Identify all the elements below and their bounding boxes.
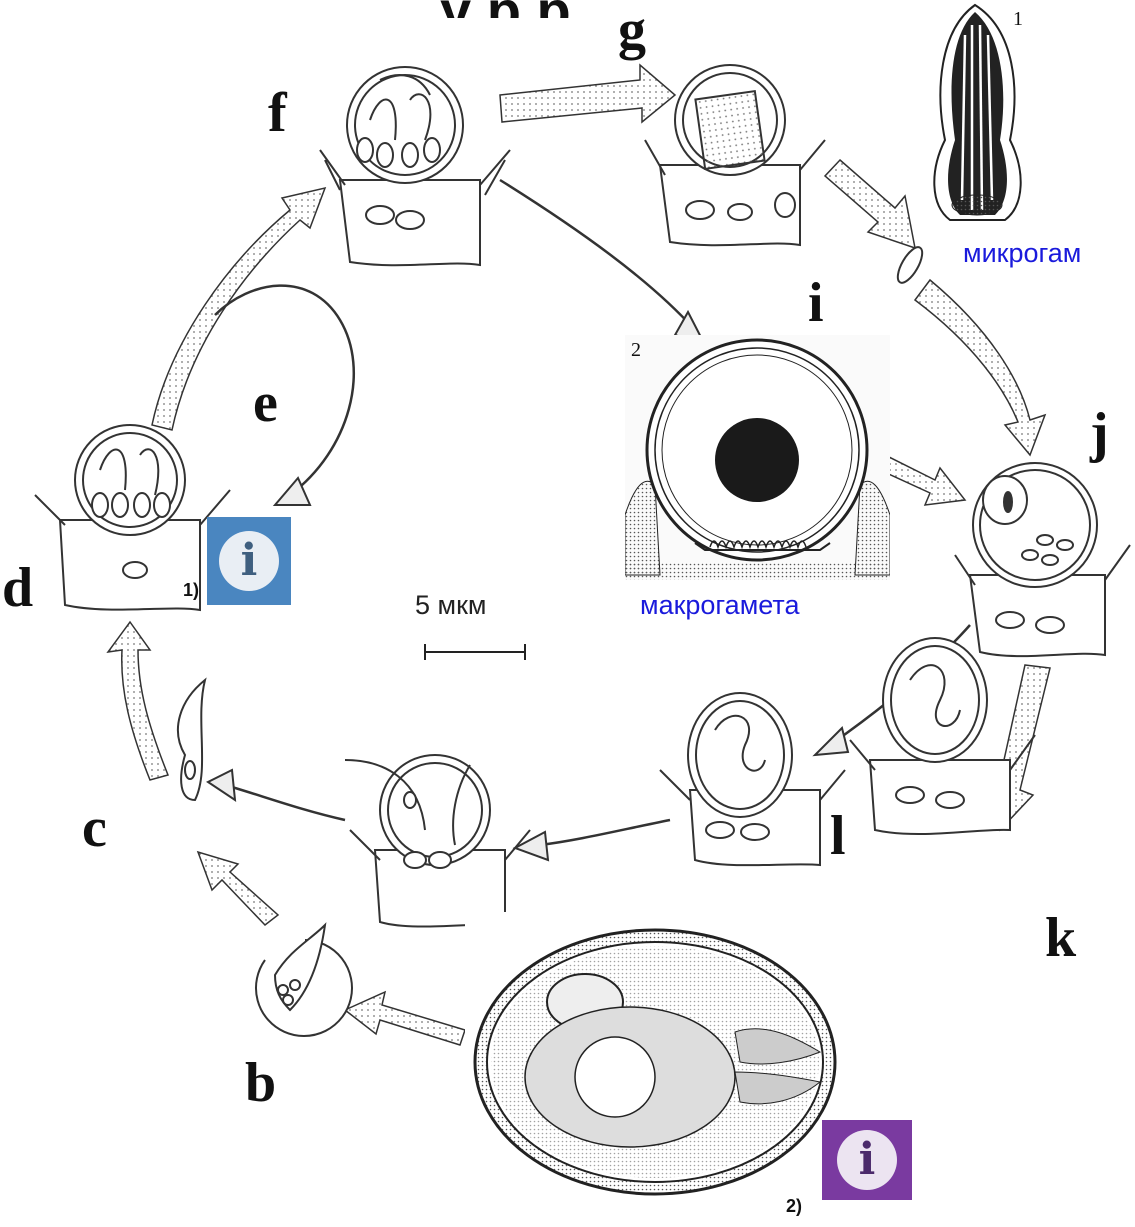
microgamete-cell [893,244,927,287]
cell-l [660,693,845,865]
cell-j [955,463,1130,656]
stage-label-d: d [2,560,33,616]
stage-label-i: i [808,275,824,331]
cell-d [35,425,230,610]
oocyst-inset [465,912,850,1202]
stage-label-b: b [245,1055,276,1111]
macrogamete-caption: макрогамета [640,590,799,621]
cell-sporozoite [345,755,530,927]
cell-b [256,925,352,1036]
info-button-1[interactable]: i [207,517,291,605]
stage-label-c: c [82,800,107,856]
scale-bar-label: 5 мкм [415,590,486,621]
inset-number-2: 2 [631,339,641,362]
info-note-2: 2) [786,1196,802,1217]
stage-label-k: k [1045,910,1076,966]
cell-k [850,638,1035,834]
cell-c [178,680,205,800]
inset-number-1: 1 [1013,8,1023,31]
info-icon: i [837,1130,897,1190]
microgamete-caption: микрогам [963,238,1081,269]
stage-label-g: g [618,2,646,58]
stage-label-e: e [253,375,278,431]
stage-label-j: j [1090,405,1109,461]
info-button-2[interactable]: i [822,1120,912,1200]
scale-bar-line [425,644,525,660]
macrogamete-inset: 2 [625,335,890,580]
info-note-1: 1) [183,580,199,601]
stage-label-f: f [268,85,287,141]
cell-f [320,67,510,265]
microgamete-inset: 1 [920,0,1035,225]
info-icon: i [219,531,279,591]
stage-label-l: l [830,808,846,864]
